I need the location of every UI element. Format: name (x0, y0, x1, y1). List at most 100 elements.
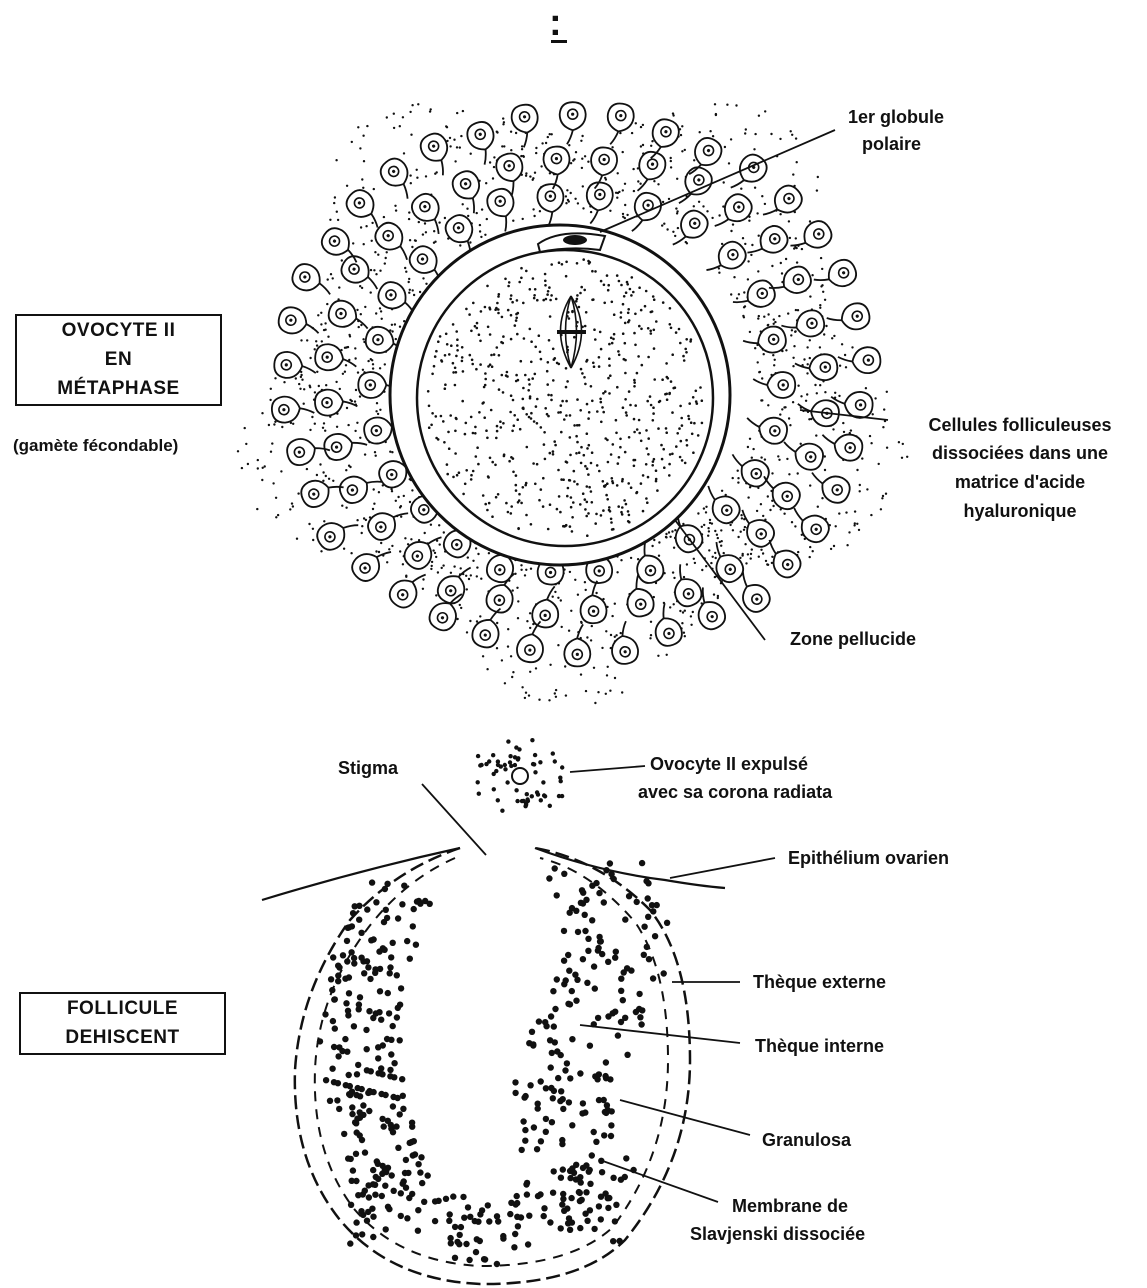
granulosa-dot (547, 1037, 553, 1043)
matrix-dot (834, 392, 836, 394)
granulosa-dot (634, 899, 640, 905)
cytoplasm-dot (640, 309, 643, 312)
matrix-dot (747, 278, 749, 280)
matrix-dot (391, 545, 393, 547)
granulosa-dot (587, 1181, 593, 1187)
granulosa-dot (558, 1088, 564, 1094)
granulosa-dot (576, 1189, 582, 1195)
matrix-dot (744, 243, 746, 245)
granulosa-dot (378, 1017, 384, 1023)
granulosa-dot (529, 1029, 535, 1035)
granulosa-dot (399, 1076, 405, 1082)
cytoplasm-dot (444, 354, 447, 357)
granulosa-dot (543, 1129, 549, 1135)
matrix-dot (703, 507, 705, 509)
granulosa-dot (447, 1211, 453, 1217)
matrix-dot (712, 556, 714, 558)
matrix-dot (416, 177, 418, 179)
cytoplasm-dot (486, 509, 489, 512)
granulosa-dot (584, 980, 590, 986)
matrix-dot (742, 553, 744, 555)
granulosa-dot (564, 1060, 570, 1066)
matrix-dot (616, 197, 618, 199)
matrix-dot (493, 156, 495, 158)
matrix-dot (870, 514, 872, 516)
matrix-dot (408, 218, 410, 220)
follicular-cell (416, 129, 459, 178)
matrix-dot (822, 291, 824, 293)
matrix-dot (389, 451, 391, 453)
matrix-dot (510, 131, 512, 133)
corona-dot (538, 760, 542, 764)
granulosa-dot (466, 1257, 472, 1263)
granulosa-dot (421, 1199, 427, 1205)
cytoplasm-dot (483, 416, 486, 419)
matrix-dot (672, 112, 674, 114)
matrix-dot (525, 172, 527, 174)
cytoplasm-dot (475, 455, 478, 458)
matrix-dot (686, 563, 688, 565)
cytoplasm-dot (570, 496, 573, 499)
matrix-dot (838, 512, 840, 514)
matrix-dot (515, 132, 517, 134)
matrix-dot (320, 323, 322, 325)
matrix-dot (749, 331, 751, 333)
cytoplasm-dot (536, 422, 539, 425)
matrix-dot (792, 401, 794, 403)
polar-body-chromatin (563, 235, 587, 245)
matrix-dot (371, 359, 373, 361)
cytoplasm-dot (482, 494, 485, 497)
matrix-dot (510, 149, 512, 151)
granulosa-dot (535, 1105, 541, 1111)
cytoplasm-dot (525, 413, 528, 416)
granulosa-dot (368, 1068, 374, 1074)
cytoplasm-dot (497, 295, 500, 298)
matrix-dot (277, 514, 279, 516)
matrix-dot (303, 403, 305, 405)
matrix-dot (295, 377, 297, 379)
cytoplasm-dot (560, 431, 563, 434)
granulosa-dot (378, 1065, 384, 1071)
cytoplasm-dot (513, 414, 516, 417)
cell-body (273, 351, 317, 380)
matrix-dot (298, 383, 300, 385)
cytoplasm-dot (465, 308, 468, 311)
granulosa-dot (341, 1131, 347, 1137)
granulosa-dot (610, 1175, 616, 1181)
cell-body (805, 466, 854, 506)
matrix-dot (466, 588, 468, 590)
matrix-dot (465, 575, 467, 577)
cytoplasm-dot (586, 403, 589, 406)
cell-body (326, 297, 374, 335)
cytoplasm-dot (530, 361, 533, 364)
matrix-dot (395, 338, 397, 340)
matrix-dot (651, 545, 653, 547)
cytoplasm-dot (478, 411, 481, 414)
matrix-dot (824, 469, 826, 471)
matrix-dot (528, 694, 530, 696)
matrix-dot (668, 198, 670, 200)
granulosa-dot (398, 1190, 404, 1196)
granulosa-dot (364, 1046, 370, 1052)
cytoplasm-dot (491, 515, 494, 518)
granulosa-dot (383, 1226, 389, 1232)
matrix-dot (795, 247, 797, 249)
corona-dot (530, 738, 534, 742)
cytoplasm-dot (444, 387, 447, 390)
cytoplasm-dot (502, 422, 505, 425)
matrix-dot (291, 502, 293, 504)
granulosa-dot (363, 1027, 369, 1033)
corona-dot (525, 792, 529, 796)
cytoplasm-dot (617, 350, 620, 353)
granulosa-dot (330, 954, 336, 960)
corona-dot (503, 763, 507, 767)
granulosa-dot (391, 1188, 397, 1194)
matrix-dot (372, 508, 374, 510)
cytoplasm-dot (458, 471, 461, 474)
cytoplasm-dot (496, 425, 499, 428)
matrix-dot (408, 278, 410, 280)
matrix-dot (605, 693, 607, 695)
granulosa-dot (525, 1241, 531, 1247)
matrix-dot (675, 207, 677, 209)
corona-dot (484, 762, 488, 766)
